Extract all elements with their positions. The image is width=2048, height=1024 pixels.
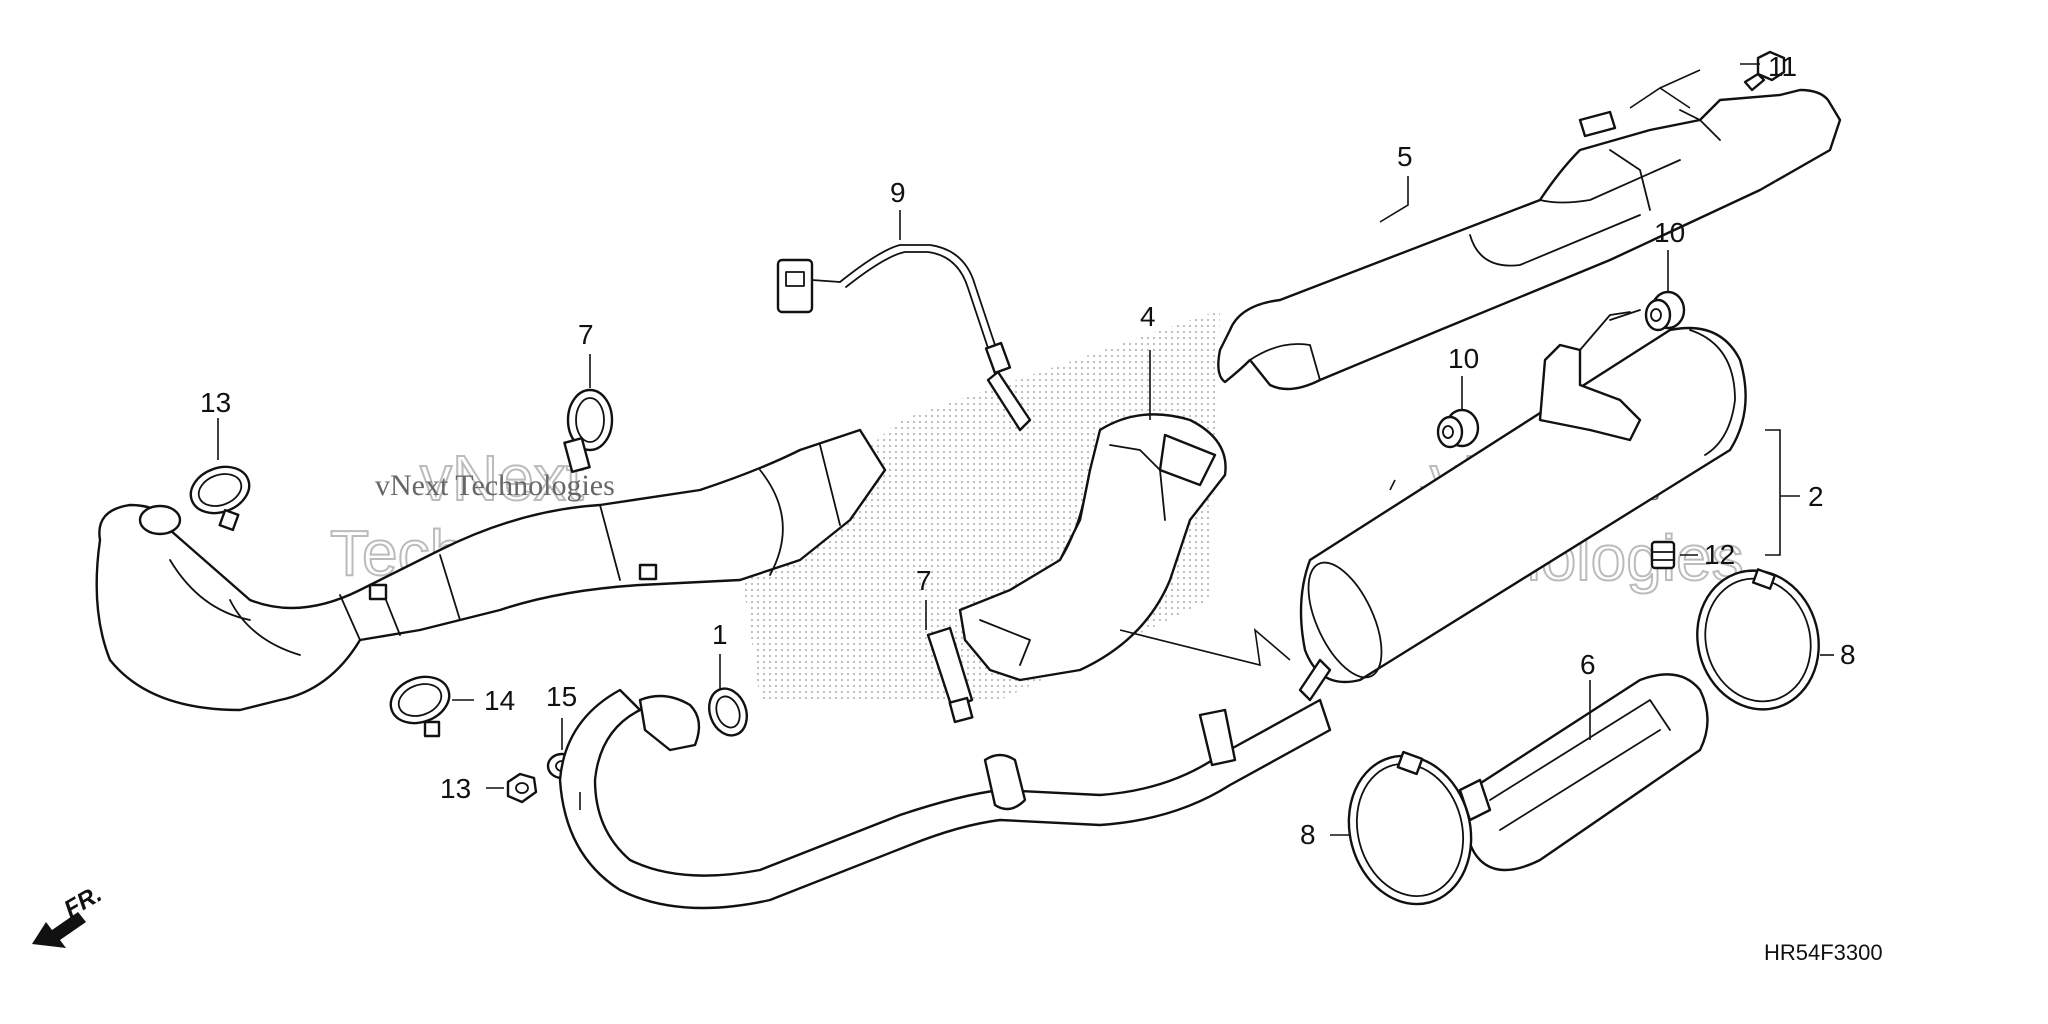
callout-10-upper: 10 bbox=[1654, 217, 1685, 248]
rubber-mount-upper bbox=[1609, 290, 1686, 332]
hose-clamp-upper bbox=[189, 465, 251, 532]
band-clamp-lower bbox=[926, 626, 974, 724]
rubber-mount-lower bbox=[1436, 408, 1480, 449]
front-direction-arrow: FR. bbox=[32, 880, 106, 948]
band-clamp-upper bbox=[563, 388, 614, 474]
callout-8-left: 8 bbox=[1300, 819, 1316, 850]
front-label: FR. bbox=[60, 880, 107, 923]
callout-9: 9 bbox=[890, 177, 906, 208]
tail-pipe-guard bbox=[1458, 673, 1709, 872]
callout-2: 2 bbox=[1808, 481, 1824, 512]
callout-1: 1 bbox=[712, 619, 728, 650]
svg-text:vNext Technologies: vNext Technologies bbox=[375, 469, 615, 502]
hex-bolt bbox=[1743, 50, 1786, 92]
svg-text:vNext: vNext bbox=[420, 442, 584, 514]
middle-heat-guard bbox=[958, 413, 1227, 682]
callout-14-lower: 14 bbox=[484, 685, 515, 716]
band-clamp-muffler-upper bbox=[1696, 568, 1820, 711]
callout-11: 11 bbox=[1768, 51, 1797, 82]
muffler-bolt bbox=[1650, 540, 1676, 570]
callout-7-lower: 7 bbox=[916, 565, 932, 596]
leader-lines bbox=[217, 63, 1834, 836]
callout-10-lower: 10 bbox=[1448, 343, 1479, 374]
band-clamp-muffler-lower bbox=[1347, 750, 1473, 906]
callout-6: 6 bbox=[1580, 649, 1596, 680]
muffler-heat-shield bbox=[1217, 88, 1842, 391]
callout-8-right: 8 bbox=[1840, 639, 1856, 670]
muffler bbox=[1298, 311, 1747, 702]
hose-clamp-lower bbox=[389, 675, 451, 738]
callout-13: 13 bbox=[440, 773, 471, 804]
oxygen-sensor bbox=[776, 244, 1032, 432]
callout-5: 5 bbox=[1397, 141, 1413, 172]
diagram-code: HR54F3300 bbox=[1764, 940, 1883, 965]
exhaust-pipe bbox=[558, 628, 1332, 910]
callout-7-upper: 7 bbox=[578, 319, 594, 350]
front-exhaust-pipe bbox=[95, 428, 887, 712]
callout-12: 12 bbox=[1704, 539, 1735, 570]
exhaust-gasket bbox=[707, 687, 749, 737]
flange-nut bbox=[506, 772, 538, 804]
callout-14-upper: 13 bbox=[200, 387, 231, 418]
callout-4: 4 bbox=[1140, 301, 1156, 332]
callout-15: 15 bbox=[546, 681, 577, 712]
